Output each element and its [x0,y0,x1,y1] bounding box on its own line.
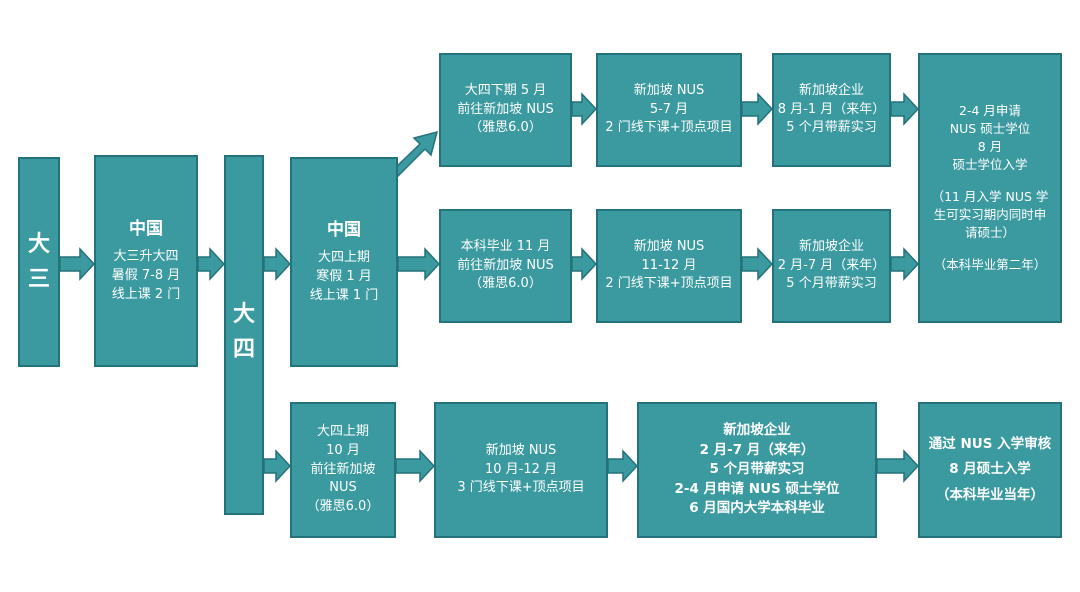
year3-char1: 大 [27,231,50,257]
year4-char1: 大 [232,302,255,327]
year4-bar: 大 四 [224,155,264,515]
arrow-p1-study-intern [741,92,774,126]
master-box: 2-4 月申请 NUS 硕士学位 8 月 硕士学位入学 （11 月入学 NUS … [918,53,1062,323]
arrow-p2-study-intern [741,247,774,281]
path3-study-line3: 3 门线下课+顶点项目 [457,480,585,496]
winter-line3: 线上课 1 门 [309,287,379,303]
path3-study-line2: 10 月-12 月 [484,461,558,477]
year4-char2: 四 [232,337,255,363]
arrow-p3-study-intern [607,449,639,483]
path3-master-line3: （本科毕业当年） [936,486,1044,503]
path1-intern-box: 新加坡企业 8 月-1 月（来年） 5 个月带薪实习 [772,53,891,167]
path1-study-box: 新加坡 NUS 5-7 月 2 门线下课+顶点项目 [596,53,742,167]
path3-go-box: 大四上期 10 月 前往新加坡 NUS （雅思6.0） [290,402,396,538]
year3-char2: 三 [27,267,50,292]
master-note3: 请硕士） [964,225,1015,241]
path3-intern-line4: 2-4 月申请 NUS 硕士学位 [674,480,840,497]
winter-line1: 大四上期 [317,250,370,266]
path3-master-line1: 通过 NUS 入学审核 [928,435,1052,452]
arrow-summer-year4 [197,247,226,281]
winter-box: 中国 大四上期 寒假 1 月 线上课 1 门 [290,157,398,367]
path3-go-line2: 10 月 [326,442,360,458]
arrow-winter-path1 [391,130,439,178]
path3-go-line3: 前往新加坡 [310,461,376,477]
arrow-winter-path2 [397,247,441,281]
path1-intern-line1: 新加坡企业 [798,82,864,98]
path1-go-box: 大四下期 5 月 前往新加坡 NUS （雅思6.0） [439,53,572,167]
path2-go-line3: （雅思6.0） [469,276,542,292]
path3-intern-line2: 2 月-7 月（来年） [699,441,815,458]
summer-box: 中国 大三升大四 暑假 7-8 月 线上课 2 门 [94,155,198,367]
arrow-year3-summer [59,247,96,281]
path3-master-line2: 8 月硕士入学 [949,461,1031,478]
path2-intern-box: 新加坡企业 2 月-7 月（来年） 5 个月带薪实习 [772,209,891,323]
path2-intern-line1: 新加坡企业 [798,238,864,254]
path2-go-line2: 前往新加坡 NUS [457,257,554,273]
winter-title: 中国 [327,220,361,241]
path2-intern-line2: 2 月-7 月（来年） [777,257,886,273]
path3-intern-box: 新加坡企业 2 月-7 月（来年） 5 个月带薪实习 2-4 月申请 NUS 硕… [637,402,877,538]
master-line3: 8 月 [977,138,1003,154]
master-note1: （11 月入学 NUS 学 [931,189,1049,204]
path3-intern-line5: 6 月国内大学本科毕业 [689,500,825,517]
path3-study-line1: 新加坡 NUS [485,442,557,458]
path3-go-line1: 大四上期 [316,423,369,439]
path3-go-line4: NUS [329,480,357,496]
summer-title: 中国 [129,219,163,240]
winter-line2: 寒假 1 月 [316,268,372,284]
path3-study-box: 新加坡 NUS 10 月-12 月 3 门线下课+顶点项目 [434,402,608,538]
arrow-year4-winter [263,247,292,281]
arrow-p2-go-study [571,247,598,281]
path2-study-line3: 2 门线下课+顶点项目 [605,276,733,292]
year3-bar: 大 三 [18,157,60,367]
path2-study-line1: 新加坡 NUS [633,238,705,254]
master-line1: 2-4 月申请 [959,102,1021,118]
path1-study-line2: 5-7 月 [649,101,689,117]
path2-go-line1: 本科毕业 11 月 [460,238,551,254]
path1-study-line3: 2 门线下课+顶点项目 [605,120,733,136]
arrow-year4-path3 [263,449,292,483]
path2-study-box: 新加坡 NUS 11-12 月 2 门线下课+顶点项目 [596,209,742,323]
path3-intern-line3: 5 个月带薪实习 [709,461,805,478]
arrow-p2-intern-master [890,247,920,281]
path1-intern-line2: 8 月-1 月（来年） [777,101,886,117]
arrow-p1-intern-master [890,92,920,126]
arrow-p3-go-study [395,449,436,483]
path1-go-line2: 前往新加坡 NUS [457,101,554,117]
summer-line1: 大三升大四 [113,249,179,265]
summer-line3: 线上课 2 门 [111,286,181,302]
master-note4: （本科毕业第二年） [933,257,1047,273]
path3-intern-line1: 新加坡企业 [723,422,791,439]
path1-intern-line3: 5 个月带薪实习 [786,120,877,136]
path2-intern-line3: 5 个月带薪实习 [786,276,877,292]
path1-go-line3: （雅思6.0） [469,120,542,136]
arrow-p1-go-study [571,92,598,126]
path1-study-line1: 新加坡 NUS [633,82,705,98]
path2-go-box: 本科毕业 11 月 前往新加坡 NUS （雅思6.0） [439,209,572,323]
summer-line2: 暑假 7-8 月 [111,267,181,283]
path3-go-line5: （雅思6.0） [306,499,380,515]
path2-study-line2: 11-12 月 [641,257,697,273]
path3-master-box: 通过 NUS 入学审核 8 月硕士入学 （本科毕业当年） [918,402,1062,538]
master-line2: NUS 硕士学位 [949,120,1031,136]
master-line4: 硕士学位入学 [952,156,1028,172]
path1-go-line1: 大四下期 5 月 [464,82,547,98]
master-note2: 生可实习期内同时申 [933,207,1047,223]
arrow-p3-intern-master [876,449,920,483]
